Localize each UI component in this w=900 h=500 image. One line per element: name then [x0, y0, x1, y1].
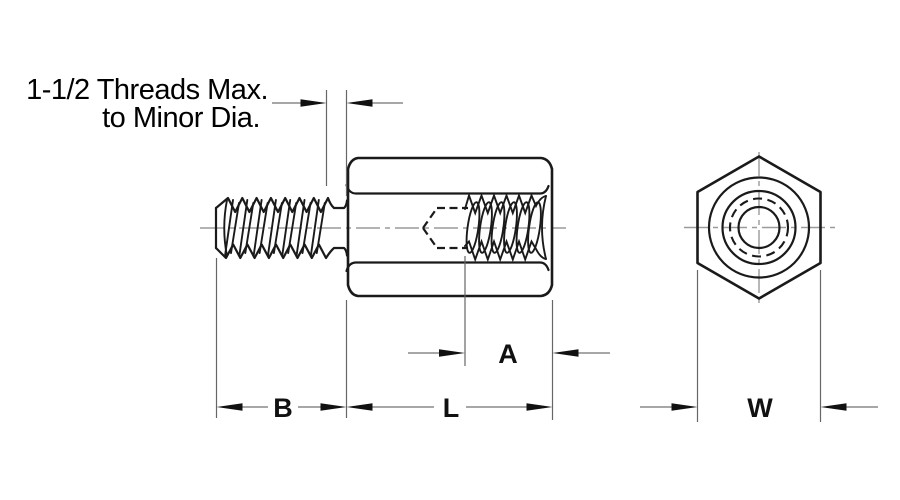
side-view: [200, 156, 566, 298]
end-view: [684, 152, 836, 304]
label-a: A: [498, 339, 518, 369]
hexagon-outline: [696, 155, 822, 300]
thread-major-circle: [721, 189, 797, 266]
stud-top-profile: [214, 196, 349, 214]
dim-l-arrowhead-left: [346, 403, 373, 411]
internal-thread-coils: [465, 201, 542, 254]
internal-thread-top-crests: [464, 192, 547, 216]
thread-coil: [490, 201, 506, 254]
dim-b-arrowhead-right: [320, 403, 347, 411]
thread-coil: [527, 201, 542, 254]
dim-l: L: [345, 300, 553, 423]
thread-coil: [465, 201, 481, 254]
hex-body: [345, 156, 554, 298]
thread-note: 1-1/2 Threads Max. to Minor Dia.: [26, 74, 403, 196]
right-end-chamfer-arc: [541, 195, 547, 260]
label-b: B: [273, 393, 293, 423]
dim-w: W: [640, 270, 878, 423]
dim-w-arrowhead-right: [820, 403, 847, 411]
dim-l-arrowhead-right: [526, 403, 553, 411]
internal-thread-bottom-crests: [464, 238, 547, 263]
note-line-2: to Minor Dia.: [102, 102, 260, 134]
dim-w-arrowhead-left: [671, 403, 698, 411]
hex-body-outline: [346, 156, 554, 298]
thread-dashed-circle: [728, 197, 790, 258]
note-arrowhead-left: [300, 99, 327, 107]
thread-coil: [503, 201, 518, 254]
male-thread-stud: [214, 196, 349, 260]
hole-circle: [737, 205, 781, 250]
dim-a: A: [408, 256, 610, 420]
chamfer-circle: [707, 176, 811, 279]
dim-a-arrowhead-right: [552, 349, 579, 357]
hex-face-edge-top: [345, 183, 550, 195]
note-arrowhead-right: [346, 99, 373, 107]
dim-b-arrowhead-left: [216, 403, 243, 411]
note-line-1: 1-1/2 Threads Max.: [26, 74, 268, 106]
hex-face-edge-bottom: [345, 261, 550, 273]
internal-thread: [422, 192, 547, 263]
label-w: W: [747, 393, 773, 423]
dim-a-arrowhead-left: [439, 349, 465, 357]
label-l: L: [443, 393, 460, 423]
dim-b: B: [215, 258, 347, 423]
thread-coil: [478, 201, 493, 254]
stud-thread-flanks: [224, 199, 326, 257]
